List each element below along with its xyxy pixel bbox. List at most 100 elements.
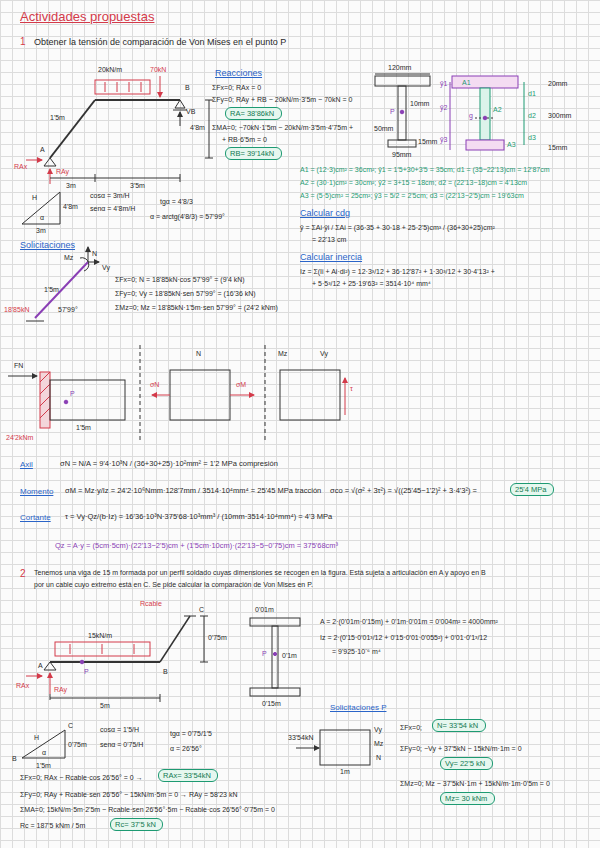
beam-sketch [70,644,71,654]
note-text: 10mm [410,100,429,108]
cross-section [452,76,518,88]
note-text: 15kN/m [88,632,112,640]
note-text: ΣMA=0; 15kN/m·5m·2'5m − Rcable·sen 26'56… [20,806,275,814]
note-text: α = 26'56° [170,745,202,753]
cross-section [483,116,487,120]
beam-sketch [55,642,150,656]
note-text: RAy [54,686,67,694]
beam-sketch [95,174,96,182]
note-text: ΣMz=0; Mz − 37'5kN·1m + 15kN/m·1m·0'5m =… [400,780,550,788]
note-text: ȳ3 [440,136,447,144]
note-text: VB [186,108,195,116]
note-text: ΣFx=0; N = 18'85kN·cos 57'99° = (9'4 kN) [115,276,245,284]
note-text: 57'99° [58,306,78,314]
cross-section [375,74,430,75]
beam-sketch [44,158,56,166]
note-text: 15mm [548,144,567,152]
note-text: 95mm [392,151,411,159]
note-text: cosα = 3m/H [90,192,130,200]
note-text: Tenemos una viga de 15 m formada por un … [34,569,486,577]
note-text: d3 [528,134,536,142]
result-box: N= 33'54 kN [432,719,486,732]
stress-sketch [50,380,125,420]
free-body-sketch [26,247,99,321]
note-text: Vy [374,726,382,734]
note-text: FN [14,362,23,370]
note-text: 2 [20,568,26,580]
note-text: = 22'13 cm [312,236,346,244]
beam-sketch [50,694,51,700]
result-text: N= 33'54 kN [437,721,478,730]
stress-sketch [140,345,141,440]
note-text: A [38,662,43,670]
beam-sketch [50,100,95,158]
free-body-sketch [26,321,44,322]
beam-sketch [50,178,180,179]
note-text: Iz = 2·(0'15·0'01³/12 + 0'15·0'01·0'055²… [320,634,487,642]
note-text: C [199,606,204,614]
note-text: = 9'925·10⁻⁶ m⁴ [332,648,381,656]
beam-sketch [50,169,51,184]
beam-sketch [160,76,161,97]
note-text: σM = Mz·y/Iz = 24'2·10⁶Nmm·128'7mm / 351… [65,487,321,496]
note-text: A1 [462,79,471,87]
note-text: d1 [528,90,536,98]
note-text: P [262,650,267,658]
beam-sketch [200,616,208,617]
beam-sketch [95,80,150,94]
stress-sketch [8,345,345,440]
note-text: 1 [20,36,26,48]
section-heading: Calcular cdg [300,208,350,218]
stress-sketch [265,345,266,440]
beam-sketch [26,676,42,677]
note-text: tgα = 4'8/3 [160,198,193,206]
note-text: senα = 0'75/H [100,741,143,749]
cross-section [450,82,451,150]
stress-sketch [152,395,170,396]
note-text: ΣFy=0; RAy + RB − 20kN/m·3'5m − 70kN = 0 [212,96,352,104]
note-text: N [376,754,381,762]
note-text: P [390,108,395,116]
beam-sketch [209,100,210,158]
angle-triangle [22,730,65,758]
note-text: α [40,214,44,222]
beam-sketch [180,112,181,126]
beam-sketch [141,82,142,92]
result-text: RB= 39'14kN [230,149,274,158]
note-text: A [40,146,45,154]
note-text: 5m [100,702,110,710]
cross-section [398,86,406,140]
note-text: 15mm [418,138,437,146]
beam-sketch [102,644,103,654]
note-text: A = 2·(0'01m·0'15m) + 0'1m·0'01m = 0'004… [320,618,498,626]
note-text: + 5·5³/12 + 25·19'63² = 3514·10⁴ mm⁴ [312,280,431,288]
section-heading: Calcular inercia [300,252,362,262]
note-text: RAx [14,163,27,171]
note-text: α = arctg(4'8/3) = 57'99° [150,213,225,221]
note-text: 1'5m [44,286,59,294]
beam-sketch [204,616,205,662]
note-text: por un cable cuyo extremo está en C. Se … [34,581,313,589]
stress-sketch [64,400,68,404]
note-text: B [12,755,17,763]
result-text: Mz= 30 kNm [445,794,487,803]
free-body-sketch [88,262,99,263]
note-text: 3'5m [130,182,145,190]
beam-sketch [272,626,278,688]
note-text: Rcable [140,600,162,608]
beam-sketch [296,748,319,749]
note-text: ΣFy=0; RAy + Rcable·sen 26'56° − 15kN/m·… [20,791,238,799]
note-text: d2 [528,112,536,120]
note-text: σco = √(σ² + 3τ²) = √((25'45−1'2)² + 3·4… [330,487,477,496]
note-text: 3m [36,227,46,235]
note-text: N [92,250,97,258]
note-text: Obtener la tensión de comparación de Von… [34,37,286,47]
beam-sketch [205,100,213,101]
result-box: RAx= 33'54kN [158,769,218,782]
note-text: Mz [374,740,383,748]
note-text: ΣFx=0; RAx − Rcable·cos 26'56° = 0 → [20,774,143,782]
note-text: Rc = 187'5 kNm / 5m [20,822,85,830]
note-text: ȳ2 [440,104,447,112]
cross-section [375,74,524,150]
note-text: A2 = (30·1)cm² = 30cm²; ȳ2 = 3+15 = 18cm… [300,179,527,187]
